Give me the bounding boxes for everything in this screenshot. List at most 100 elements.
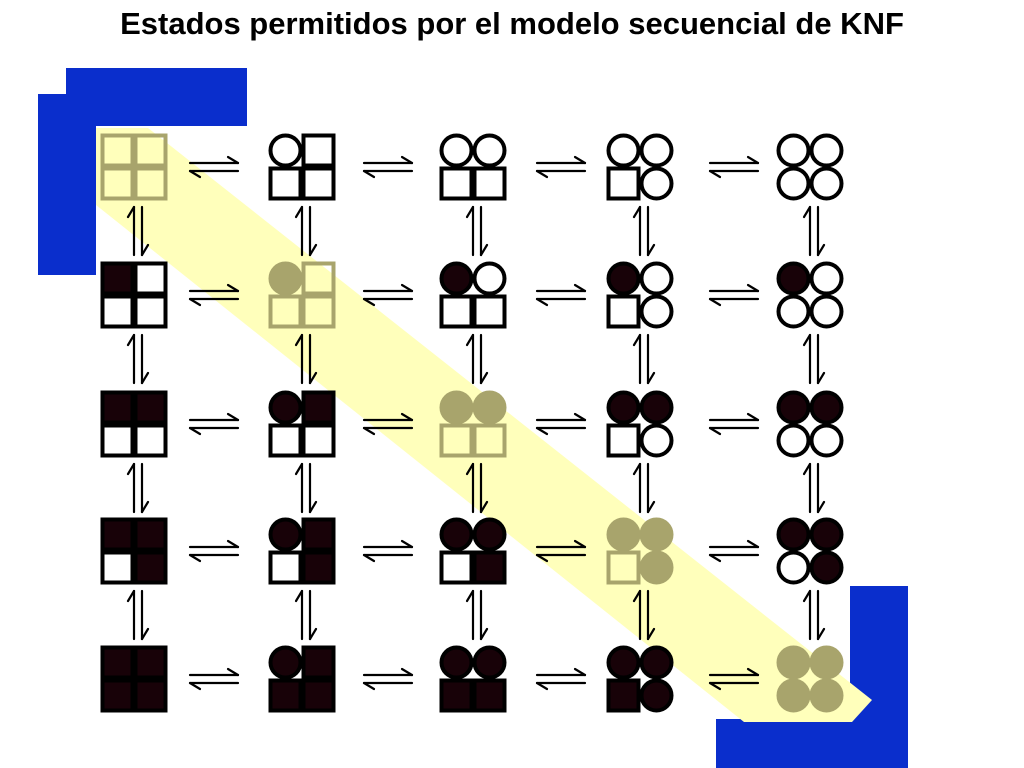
circle-subunit <box>809 390 844 425</box>
square-subunit <box>472 166 507 201</box>
vertical-equilibrium-arrow <box>802 205 826 257</box>
state-r4-c0 <box>100 645 168 713</box>
circle-subunit <box>439 390 474 425</box>
square-subunit <box>301 294 336 329</box>
state-r1-c1 <box>268 261 336 329</box>
square-subunit <box>100 390 135 425</box>
square-subunit <box>439 550 474 585</box>
state-r3-c3 <box>606 517 674 585</box>
square-subunit <box>301 423 336 458</box>
square-subunit <box>472 550 507 585</box>
vertical-equilibrium-arrow <box>126 462 150 514</box>
circle-subunit <box>809 678 844 713</box>
vertical-equilibrium-arrow <box>294 333 318 385</box>
circle-subunit <box>639 550 674 585</box>
state-r2-c3 <box>606 390 674 458</box>
circle-subunit <box>809 517 844 552</box>
vertical-equilibrium-arrow <box>632 589 656 641</box>
circle-subunit <box>439 645 474 680</box>
circle-subunit <box>776 517 811 552</box>
circle-subunit <box>472 390 507 425</box>
circle-subunit <box>439 133 474 168</box>
vertical-equilibrium-arrow <box>294 462 318 514</box>
square-subunit <box>439 423 474 458</box>
square-subunit <box>133 166 168 201</box>
state-r3-c2 <box>439 517 507 585</box>
square-subunit <box>100 166 135 201</box>
circle-subunit <box>809 423 844 458</box>
circle-subunit <box>776 645 811 680</box>
state-r0-c2 <box>439 133 507 201</box>
horizontal-equilibrium-arrow <box>535 412 587 436</box>
square-subunit <box>133 294 168 329</box>
circle-subunit <box>606 261 641 296</box>
square-subunit <box>133 517 168 552</box>
circle-subunit <box>606 645 641 680</box>
state-r1-c2 <box>439 261 507 329</box>
top-left-blue-bracket <box>38 68 247 275</box>
vertical-equilibrium-arrow <box>632 333 656 385</box>
state-r1-c4 <box>776 261 844 329</box>
horizontal-equilibrium-arrow <box>188 539 240 563</box>
state-r1-c0 <box>100 261 168 329</box>
square-subunit <box>301 517 336 552</box>
circle-subunit <box>268 390 303 425</box>
state-r3-c0 <box>100 517 168 585</box>
circle-subunit <box>268 261 303 296</box>
square-subunit <box>133 678 168 713</box>
state-r2-c4 <box>776 390 844 458</box>
state-r0-c3 <box>606 133 674 201</box>
circle-subunit <box>639 261 674 296</box>
circle-subunit <box>606 517 641 552</box>
square-subunit <box>100 550 135 585</box>
square-subunit <box>100 133 135 168</box>
horizontal-equilibrium-arrow <box>708 667 760 691</box>
circle-subunit <box>809 645 844 680</box>
circle-subunit <box>639 678 674 713</box>
square-subunit <box>133 550 168 585</box>
horizontal-equilibrium-arrow <box>188 283 240 307</box>
state-r3-c1 <box>268 517 336 585</box>
square-subunit <box>268 423 303 458</box>
state-r4-c2 <box>439 645 507 713</box>
state-r0-c1 <box>268 133 336 201</box>
state-r1-c3 <box>606 261 674 329</box>
vertical-equilibrium-arrow <box>294 205 318 257</box>
square-subunit <box>133 390 168 425</box>
state-r4-c1 <box>268 645 336 713</box>
horizontal-equilibrium-arrow <box>188 155 240 179</box>
square-subunit <box>472 294 507 329</box>
horizontal-equilibrium-arrow <box>708 283 760 307</box>
circle-subunit <box>606 133 641 168</box>
circle-subunit <box>776 423 811 458</box>
circle-subunit <box>776 261 811 296</box>
square-subunit <box>268 678 303 713</box>
vertical-equilibrium-arrow <box>802 462 826 514</box>
square-subunit <box>268 294 303 329</box>
circle-subunit <box>776 550 811 585</box>
horizontal-equilibrium-arrow <box>535 155 587 179</box>
square-subunit <box>301 133 336 168</box>
square-subunit <box>301 550 336 585</box>
vertical-equilibrium-arrow <box>465 589 489 641</box>
square-subunit <box>606 294 641 329</box>
circle-subunit <box>809 133 844 168</box>
state-r4-c3 <box>606 645 674 713</box>
circle-subunit <box>776 166 811 201</box>
circle-subunit <box>776 294 811 329</box>
square-subunit <box>301 645 336 680</box>
horizontal-equilibrium-arrow <box>362 283 414 307</box>
circle-subunit <box>809 166 844 201</box>
square-subunit <box>301 678 336 713</box>
circle-subunit <box>606 390 641 425</box>
square-subunit <box>100 678 135 713</box>
square-subunit <box>606 550 641 585</box>
horizontal-equilibrium-arrow <box>362 539 414 563</box>
vertical-equilibrium-arrow <box>126 205 150 257</box>
diagram-title: Estados permitidos por el modelo secuenc… <box>120 6 904 41</box>
square-subunit <box>439 678 474 713</box>
circle-subunit <box>639 166 674 201</box>
state-r2-c0 <box>100 390 168 458</box>
horizontal-equilibrium-arrow <box>535 283 587 307</box>
